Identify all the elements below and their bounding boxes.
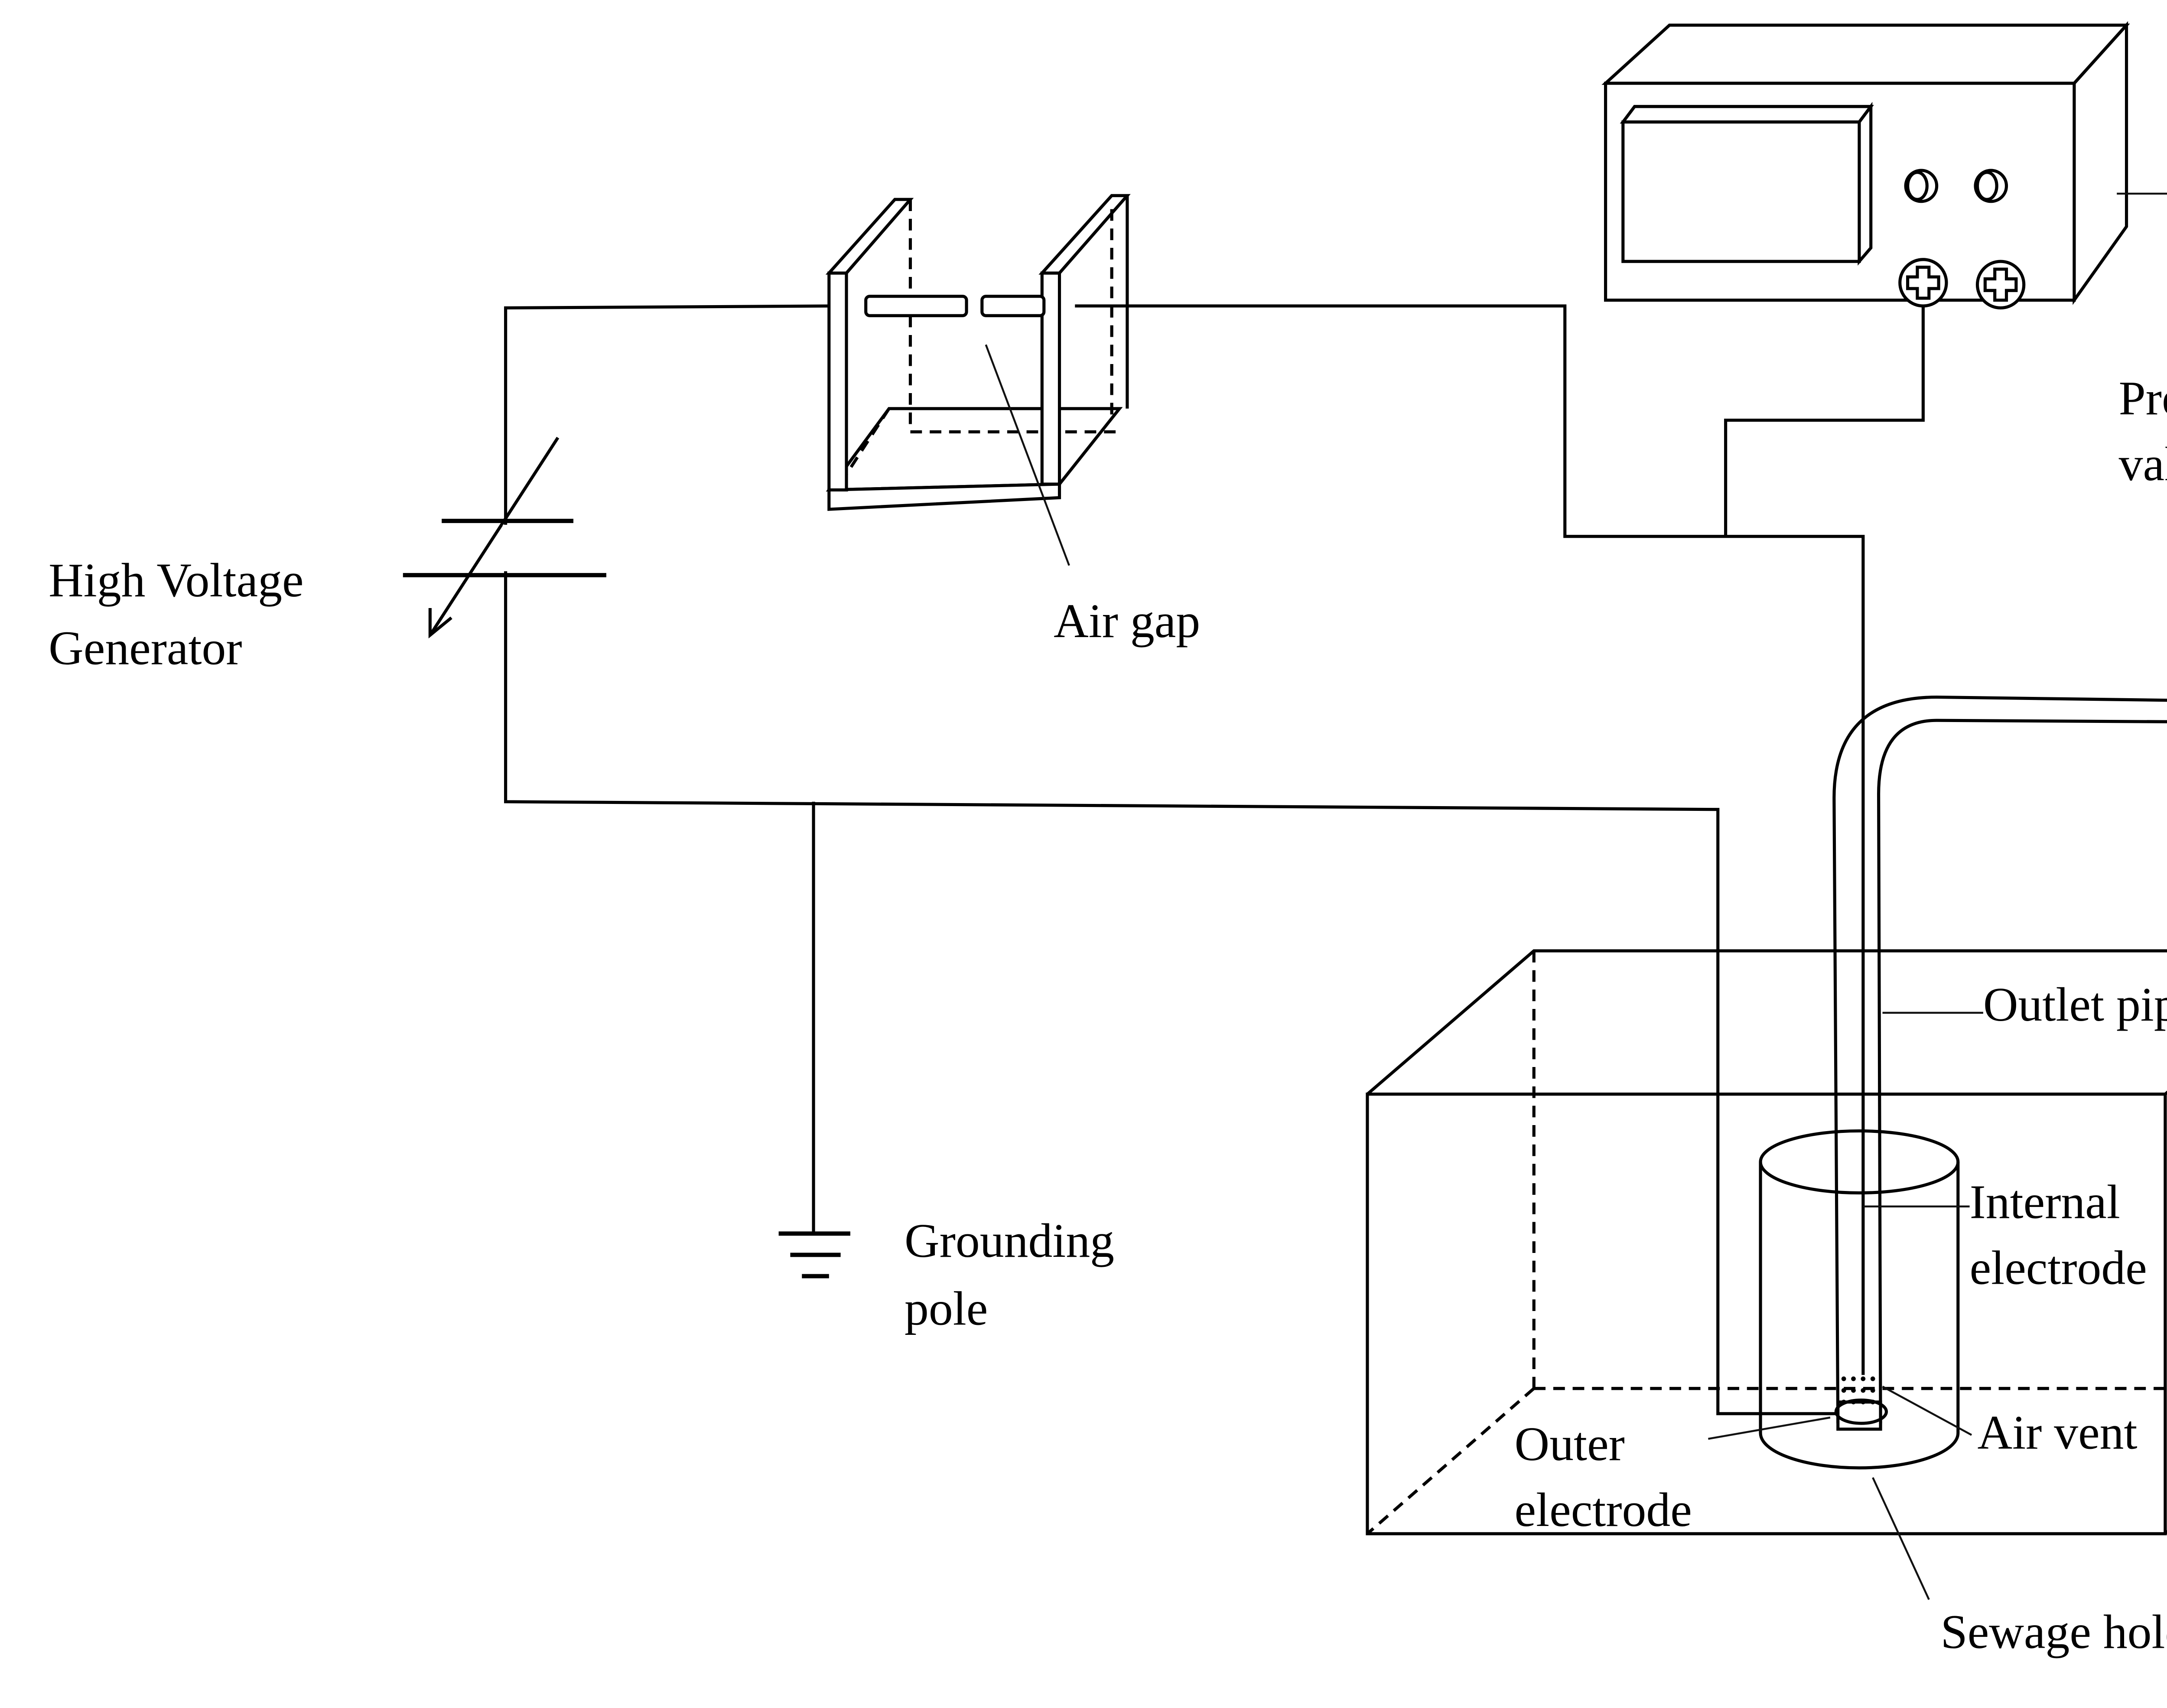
outlet-pipe-outer-wall [1832,695,2167,1424]
label-pressure-regulating-valve-line2: valve [2119,437,2167,491]
air-gap-left-plate-top [825,198,914,275]
label-air-gap: Air gap [1054,594,1200,648]
outlet-pipe [1832,695,2167,1424]
circuit-wires [504,304,1925,1415]
outlet-pipe-inner-wall [1877,719,2167,1424]
electrode-assembly [1708,1205,1972,1440]
label-air-vent: Air vent [1977,1405,2137,1459]
high-voltage-generator-symbol [403,436,606,639]
label-pressure-regulating-valve-line1: Pressure regulating [2119,371,2167,425]
air-vent-leader-line [1882,1386,1972,1436]
variable-arrow-head-icon [428,608,452,639]
air-gap-base-top [826,407,1123,492]
outer-electrode-ring [1834,1398,1888,1425]
variable-arrow-shaft [429,436,560,636]
oscilloscope-connector-1-icon [1898,258,1948,308]
handling-box-front [1366,1092,2167,1536]
labels: High Voltage Generator Air gap Oscillosc… [49,371,2167,1659]
oscilloscope-top [1601,23,2130,85]
wire-generator-to-airgap [504,304,833,576]
oscilloscope-connector-2-icon [1975,260,2026,310]
oscilloscope-screen-bevel [1620,105,1874,124]
air-gap-left-rod [864,295,968,317]
grounding-pole-symbol [778,1231,850,1279]
label-sewage-holding-container: Sewage holding container [1941,1605,2167,1659]
oscilloscope [1601,21,2167,310]
label-outer-electrode-line2: electrode [1515,1483,1692,1537]
outer-electrode-sleeve [1836,1400,1882,1431]
air-gap-base-front [827,482,1061,511]
container-leader-line [1872,1477,1930,1600]
outer-electrode-leader-line [1708,1416,1831,1440]
label-outlet-pipe: Outlet pipe [1983,978,2167,1031]
air-gap-apparatus [825,194,1131,566]
label-grounding-pole-line1: Grounding [905,1214,1114,1268]
air-gap-right-rod [980,295,1046,317]
oscilloscope-knob-2 [1974,169,2008,203]
air-gap-leader-line [985,344,1070,566]
oscilloscope-screen-side [1858,102,1873,266]
wire-oscilloscope-probe [1724,306,1925,537]
air-gap-left-plate-front [827,271,848,492]
label-internal-electrode-line2: electrode [1970,1241,2147,1295]
label-high-voltage-generator-line2: Generator [49,621,242,675]
handling-box-top [1366,949,2167,1096]
container-body [1759,1161,1960,1470]
oscilloscope-knob-1 [1904,169,1939,203]
sewage-holding-container [1759,1129,1960,1600]
air-gap-right-plate-top [1038,194,1131,275]
wire-generator-to-outer-electrode [504,575,1836,1415]
container-rim [1759,1129,1960,1195]
wire-airgap-to-internal-electrode [1075,304,1865,1375]
label-internal-electrode-line1: Internal [1970,1175,2120,1229]
label-outer-electrode-line1: Outer [1515,1417,1625,1471]
label-high-voltage-generator-line1: High Voltage [49,553,303,607]
label-grounding-pole-line2: pole [905,1282,988,1335]
oscilloscope-screen [1621,120,1861,263]
air-vent-holes [1841,1376,1875,1405]
